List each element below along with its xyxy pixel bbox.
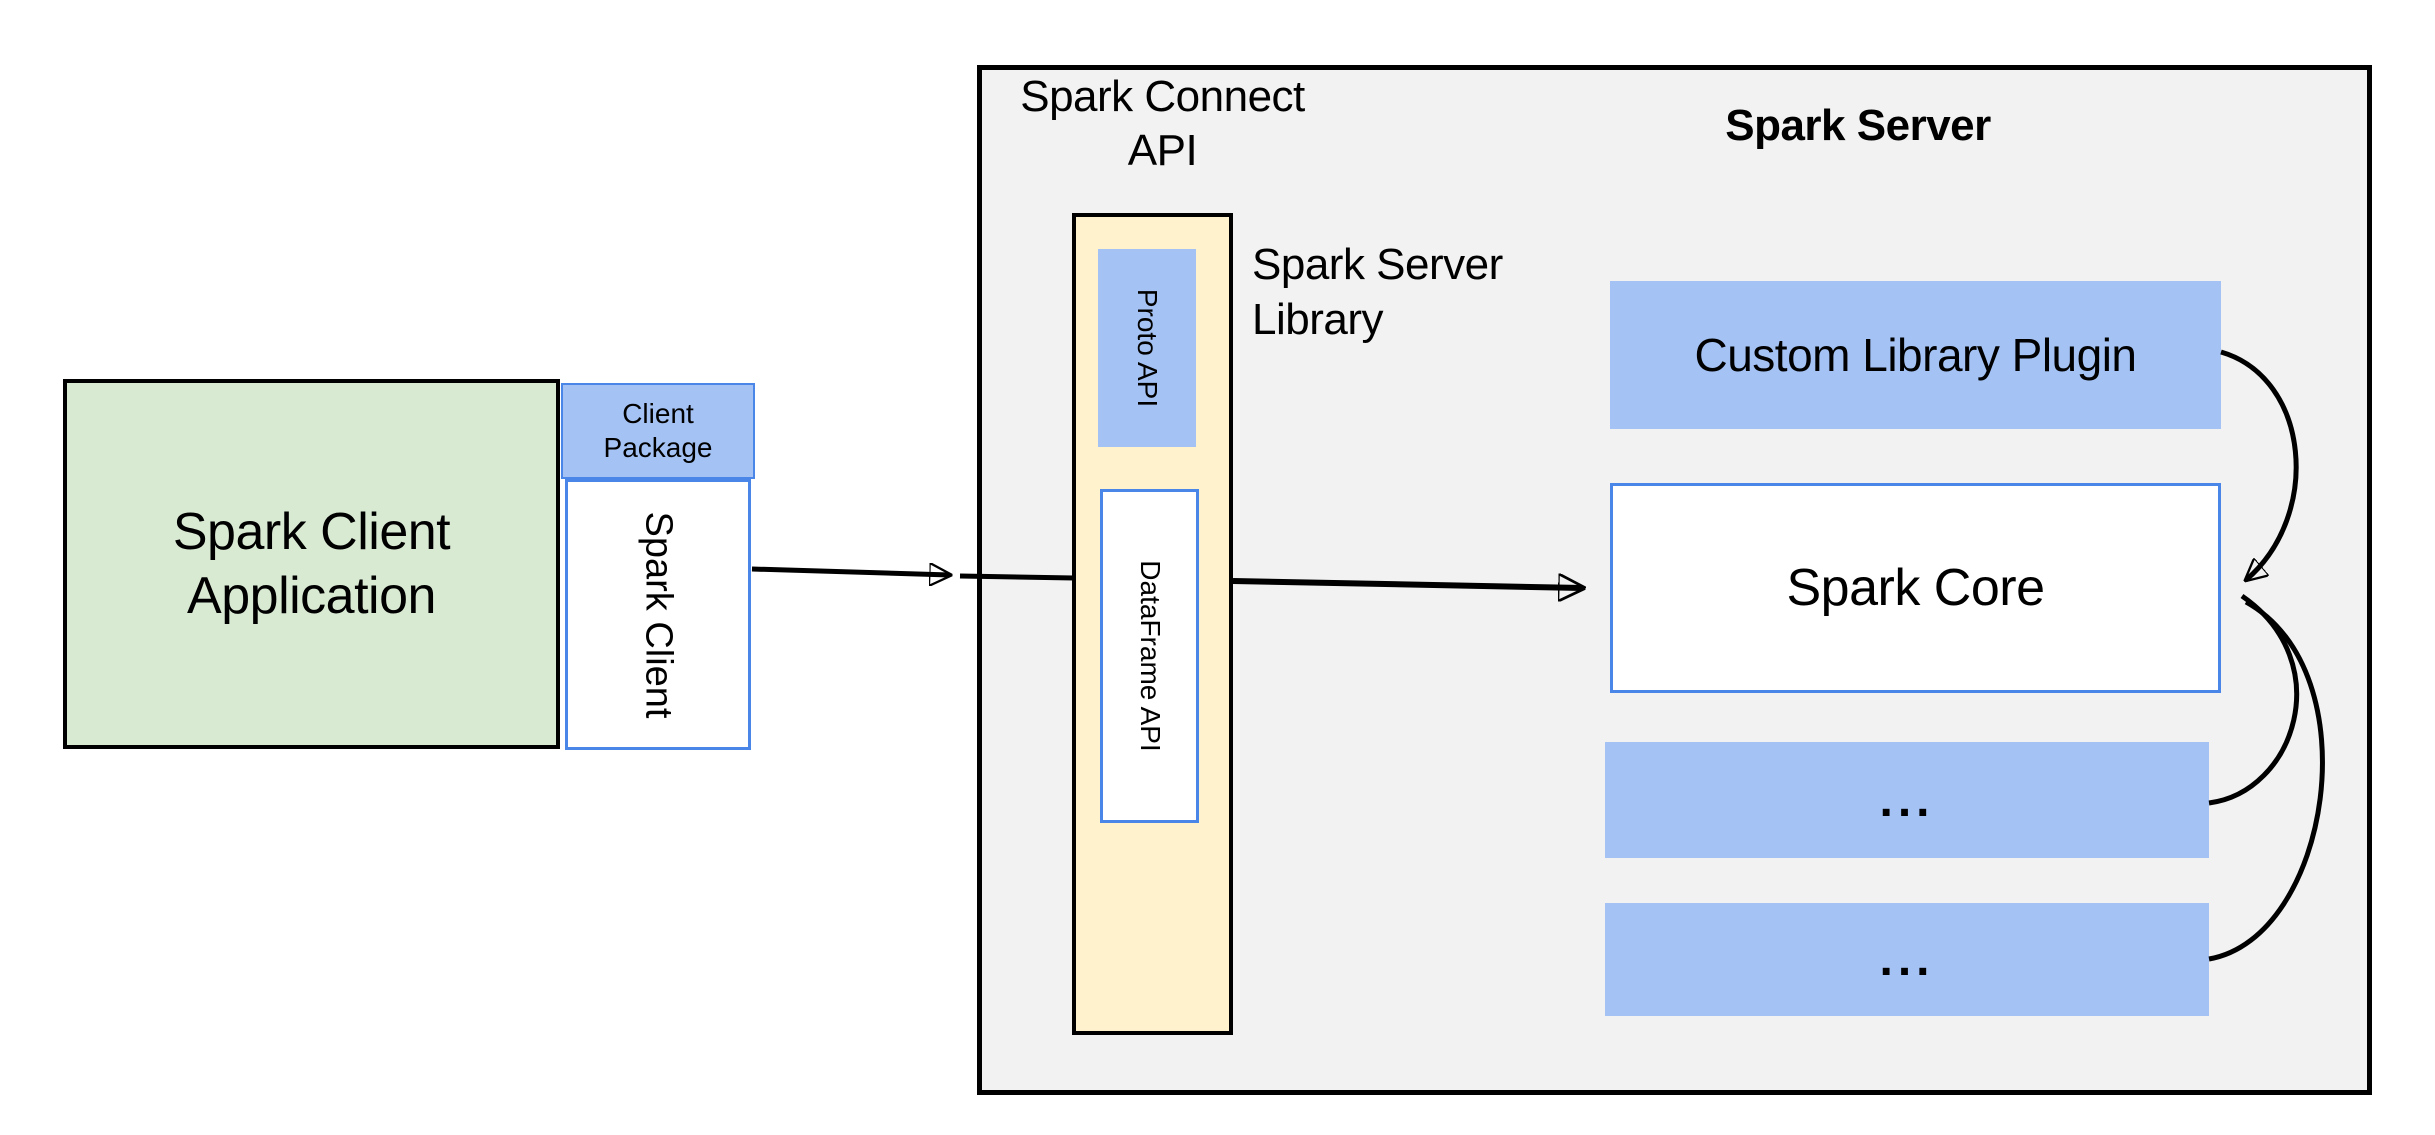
spark-connect-api-label: Spark Connect API [1020, 72, 1305, 175]
custom-library-plugin-box: Custom Library Plugin [1610, 281, 2221, 429]
dataframe-api-box-label: DataFrame API [1134, 560, 1166, 752]
extension-slot-1-box: ... [1605, 742, 2209, 858]
extension-slot-2-box: ... [1605, 903, 2209, 1016]
dataframe-api-box: DataFrame API [1100, 489, 1199, 823]
spark-server-library-label: Spark Server Library [1252, 240, 1503, 344]
spark-client-application-box: Spark Client Application [63, 379, 560, 749]
spark-core-box: Spark Core [1610, 483, 2221, 693]
spark-client-box-label: Spark Client [637, 511, 680, 718]
proto-api-box: Proto API [1098, 249, 1196, 447]
proto-api-box-label: Proto API [1132, 288, 1163, 408]
arrow-client-to-connect-api [751, 569, 950, 575]
spark-server-title: Spark Server [1725, 101, 1991, 150]
spark-client-box: Spark Client [565, 479, 751, 750]
client-package-box: Client Package [561, 383, 755, 479]
